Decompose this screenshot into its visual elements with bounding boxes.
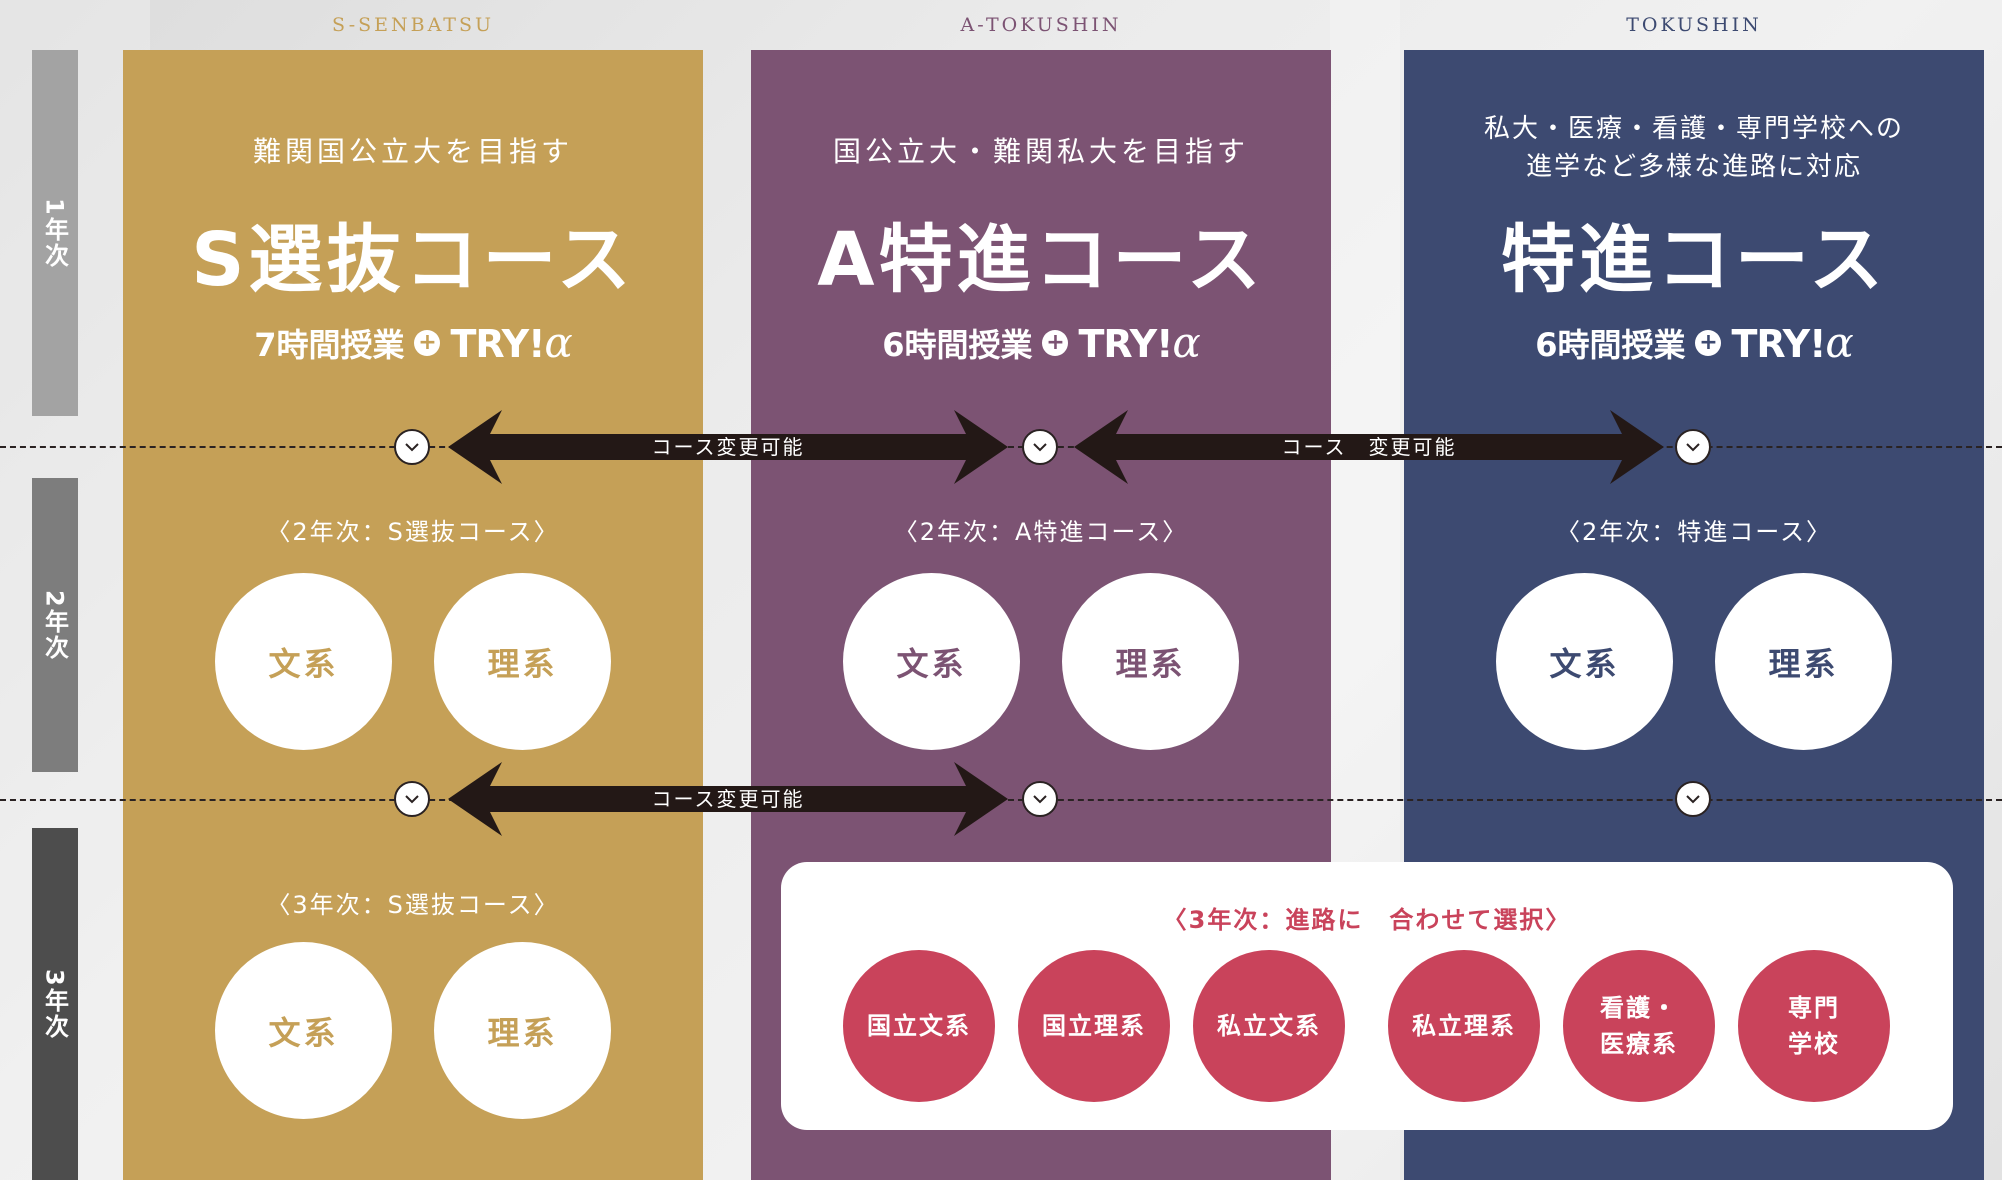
course-tagline: 国公立大・難関私大を目指す (832, 135, 1249, 168)
chevron-down-icon (1675, 429, 1711, 465)
year3-option-bunkei: 文系 (215, 942, 392, 1119)
hours-text: 7時間授業 (254, 325, 405, 364)
plus-icon: + (1695, 329, 1722, 356)
year2-label: 〈2年次：S選抜コース〉 (266, 518, 560, 546)
course-tagline: 難関国公立大を目指す (252, 135, 573, 168)
course-change-label: コース変更可能 (651, 787, 805, 811)
chevron-down-icon (1022, 781, 1058, 817)
hours-text: 6時間授業 (882, 325, 1033, 364)
year-marker-3: 3年次 (32, 828, 78, 1180)
course-change-arrow: コース 変更可能 (1074, 410, 1664, 484)
year-marker-1: 1年次 (32, 50, 78, 416)
year2-option-bunkei: 文系 (1496, 573, 1673, 750)
year3-option-senmon-gakko: 専門 学校 (1738, 950, 1890, 1102)
year3-option-shiritsu-rikei: 私立理系 (1388, 950, 1540, 1102)
year3-choice-label: 〈3年次：進路に 合わせて選択〉 (1162, 906, 1572, 934)
year2-option-bunkei: 文系 (215, 573, 392, 750)
tagline-line: 私大・医療・看護・専門学校への (1483, 114, 1904, 144)
course-change-label: コース 変更可能 (1281, 435, 1457, 459)
tagline-line: 進学など多様な進路に対応 (1525, 152, 1862, 182)
year2-option-bunkei: 文系 (843, 573, 1020, 750)
course-title: A特進コース (817, 217, 1265, 303)
plus-icon: + (1042, 329, 1069, 356)
year2-label: 〈2年次：A特進コース〉 (893, 518, 1189, 546)
course-eng-name: TOKUSHIN (1626, 14, 1762, 36)
year3-option-shiritsu-bunkei: 私立文系 (1193, 950, 1345, 1102)
year3-label: 〈3年次：S選抜コース〉 (266, 891, 560, 919)
hours-text: 6時間授業 (1535, 325, 1686, 364)
year2-option-rikei: 理系 (434, 573, 611, 750)
course-eng-name: A-TOKUSHIN (960, 14, 1122, 36)
year2-option-rikei: 理系 (1062, 573, 1239, 750)
chevron-down-icon (1022, 429, 1058, 465)
try-alpha-logo: TRY!α (1731, 318, 1853, 367)
course-hours: 6時間授業 + TRY!α (1404, 318, 1984, 367)
chevron-down-icon (394, 429, 430, 465)
year2-label: 〈2年次：特進コース〉 (1555, 518, 1833, 546)
year-marker-2: 2年次 (32, 478, 78, 772)
course-title: S選抜コース (191, 217, 635, 303)
course-hours: 7時間授業 + TRY!α (123, 318, 703, 367)
year3-option-rikei: 理系 (434, 942, 611, 1119)
course-title: 特進コース (1500, 217, 1888, 303)
course-change-arrow: コース変更可能 (448, 762, 1008, 836)
course-tagline: 私大・医療・看護・専門学校への 進学など多様な進路に対応 (1404, 110, 1984, 186)
year3-option-kokuritsu-rikei: 国立理系 (1018, 950, 1170, 1102)
course-change-arrow: コース変更可能 (448, 410, 1008, 484)
try-alpha-logo: TRY!α (1078, 318, 1200, 367)
year3-option-kokuritsu-bunkei: 国立文系 (843, 950, 995, 1102)
chevron-down-icon (394, 781, 430, 817)
try-alpha-logo: TRY!α (450, 318, 572, 367)
year3-choice-panel: 〈3年次：進路に 合わせて選択〉 国立文系 国立理系 私立文系 私立理系 看護・… (781, 862, 1953, 1130)
course-change-label: コース変更可能 (651, 435, 805, 459)
course-column-s-senbatsu: 難関国公立大を目指す S選抜コース 7時間授業 + TRY!α 〈2年次：S選抜… (123, 50, 703, 1180)
plus-icon: + (414, 329, 441, 356)
course-hours: 6時間授業 + TRY!α (751, 318, 1331, 367)
year2-option-rikei: 理系 (1715, 573, 1892, 750)
year3-option-kango-iryo: 看護・ 医療系 (1563, 950, 1715, 1102)
chevron-down-icon (1675, 781, 1711, 817)
course-eng-name: S-SENBATSU (332, 14, 494, 36)
